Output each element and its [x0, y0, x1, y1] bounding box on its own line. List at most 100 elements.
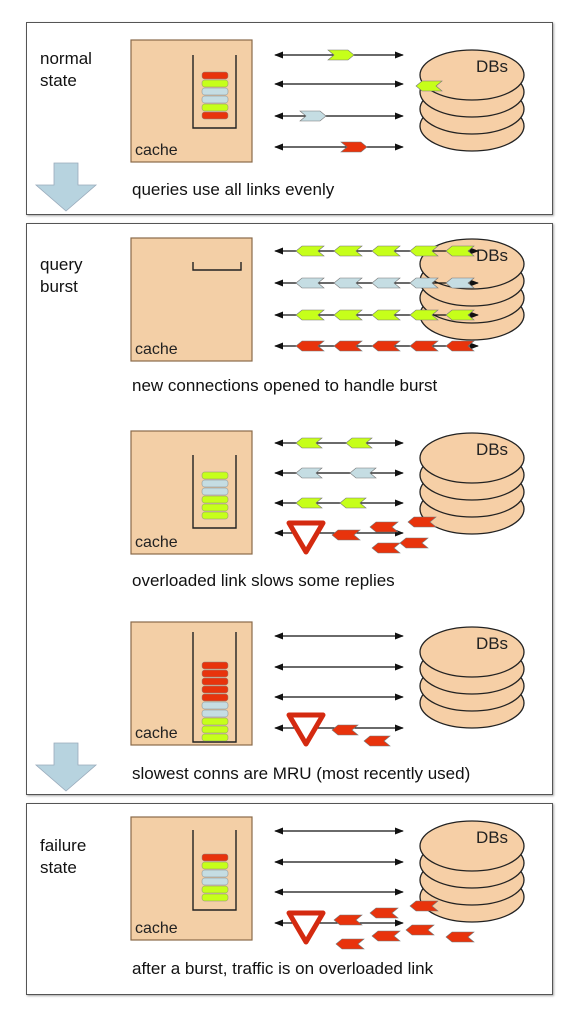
query-packet	[327, 49, 355, 61]
pooled-connection	[201, 71, 229, 80]
failure-state-label: failure state	[40, 836, 87, 877]
down-arrow-icon	[34, 162, 98, 212]
query-packet	[409, 900, 439, 912]
cache-label: cache	[135, 142, 178, 159]
pooled-connection	[201, 495, 229, 504]
pooled-connection	[201, 701, 229, 710]
query-packet	[345, 437, 373, 449]
normal-state-label: normal state	[40, 49, 92, 90]
query-packet	[371, 277, 401, 289]
query-packet	[333, 340, 363, 352]
query-packet	[371, 245, 401, 257]
pooled-connection	[201, 733, 229, 742]
query-packet	[333, 914, 363, 926]
query-packet	[445, 931, 475, 943]
query-packet	[363, 735, 391, 747]
pooled-connection	[201, 709, 229, 718]
query-packet	[407, 516, 437, 528]
pooled-connection	[201, 79, 229, 88]
query-packet	[295, 340, 325, 352]
query-packet	[409, 245, 439, 257]
pooled-connection	[201, 471, 229, 480]
query-packet	[445, 245, 475, 257]
query-packet	[405, 924, 435, 936]
database-disk	[419, 626, 525, 678]
pooled-connection	[201, 685, 229, 694]
pooled-connection	[201, 877, 229, 886]
pooled-connection	[201, 87, 229, 96]
scene-burst-new-connections: DBs cache	[130, 237, 525, 362]
query-packet	[331, 529, 361, 541]
cache-label: cache	[135, 534, 178, 551]
query-packet	[333, 309, 363, 321]
yield-sign-icon	[286, 910, 326, 945]
query-packet	[445, 277, 475, 289]
query-packet	[295, 467, 323, 479]
database-disk	[419, 49, 525, 101]
dbs-label: DBs	[476, 828, 508, 847]
pooled-connection	[201, 511, 229, 520]
query-packet	[409, 277, 439, 289]
down-arrow-icon	[34, 742, 98, 792]
pooled-connection	[201, 893, 229, 902]
caption-normal: queries use all links evenly	[132, 180, 335, 199]
pooled-connection	[201, 693, 229, 702]
yield-sign-icon	[286, 712, 326, 747]
pooled-connection	[201, 677, 229, 686]
query-packet	[299, 110, 327, 122]
pooled-connection	[201, 725, 229, 734]
cache-box	[130, 621, 253, 746]
query-packet	[369, 907, 399, 919]
connection-pool-bracket	[192, 632, 237, 743]
database-disk	[419, 432, 525, 484]
pooled-connection	[201, 869, 229, 878]
pooled-connection	[201, 487, 229, 496]
query-packet	[339, 497, 367, 509]
pooled-connection	[201, 861, 229, 870]
cache-box	[130, 237, 253, 362]
query-packet	[371, 340, 401, 352]
database-disk	[419, 820, 525, 872]
pooled-connection	[201, 885, 229, 894]
query-packet	[295, 497, 323, 509]
query-packet	[340, 141, 368, 153]
cache-box	[130, 39, 253, 163]
scene-burst-overloaded: DBs cache	[130, 430, 525, 555]
query-packet	[371, 542, 401, 554]
caption-burst-mru: slowest conns are MRU (most recently use…	[132, 764, 471, 783]
query-packet	[333, 277, 363, 289]
pooled-connection	[201, 503, 229, 512]
pooled-connection	[201, 717, 229, 726]
query-packet	[445, 340, 475, 352]
query-packet	[371, 309, 401, 321]
query-packet	[331, 724, 359, 736]
pooled-connection	[201, 95, 229, 104]
caption-burst-new-connections: new connections opened to handle burst	[132, 376, 438, 395]
connection-pool-bracket	[192, 830, 237, 911]
pooled-connection	[201, 661, 229, 670]
connection-pool-bracket	[192, 55, 237, 129]
pooled-connection	[201, 111, 229, 120]
query-packet	[409, 309, 439, 321]
connection-pool-bracket	[192, 455, 237, 529]
caption-failure: after a burst, traffic is on overloaded …	[132, 959, 434, 978]
query-packet	[399, 537, 429, 549]
dbs-label: DBs	[476, 440, 508, 459]
cache-box	[130, 430, 253, 555]
query-packet	[409, 340, 439, 352]
cache-box	[130, 816, 253, 941]
dbs-label: DBs	[476, 246, 508, 265]
caption-burst-overloaded: overloaded link slows some replies	[132, 571, 395, 590]
query-packet	[295, 309, 325, 321]
query-burst-label: query burst	[40, 255, 83, 296]
query-packet	[295, 245, 325, 257]
cache-label: cache	[135, 341, 178, 358]
pooled-connection	[201, 669, 229, 678]
query-packet	[335, 938, 365, 950]
query-packet	[369, 521, 399, 533]
empty-pool-bracket	[192, 262, 242, 271]
pooled-connection	[201, 479, 229, 488]
cache-label: cache	[135, 920, 178, 937]
